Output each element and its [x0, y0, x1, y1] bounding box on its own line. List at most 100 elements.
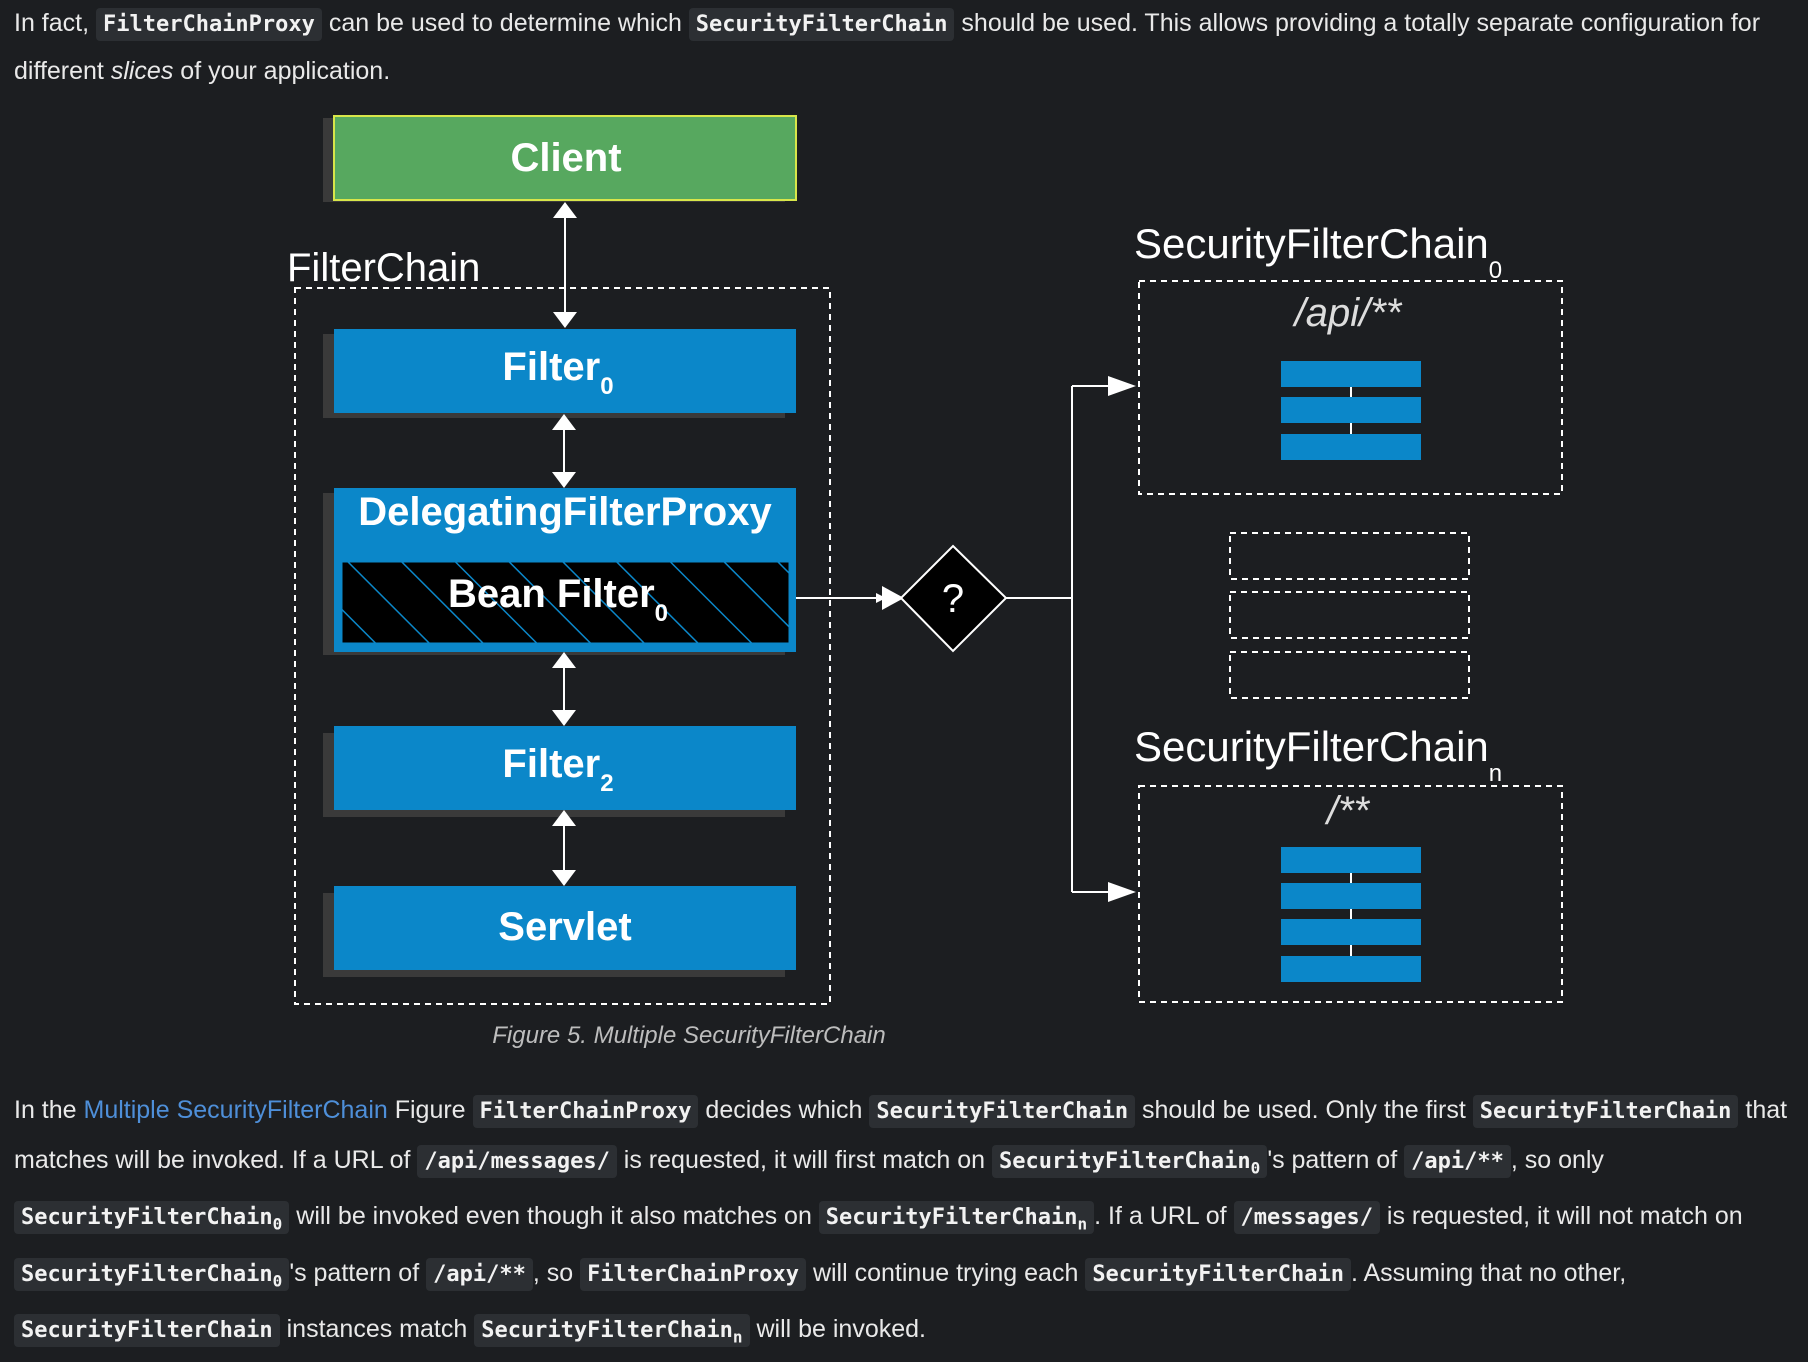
code-text: SecurityFilterChain — [825, 1205, 1078, 1231]
arrowhead-down — [552, 472, 576, 488]
sfcn-filter-bar — [1281, 883, 1421, 909]
inline-code: SecurityFilterChain — [1085, 1257, 1351, 1291]
text: is requested, it will not match on — [1379, 1202, 1743, 1231]
placeholder-chain — [1229, 651, 1470, 699]
security-filter-chain-diagram: Client FilterChain Filter0 DelegatingFil… — [287, 115, 1563, 1005]
arrowhead-up — [552, 652, 576, 668]
arrowhead-right — [1108, 376, 1136, 396]
inline-code: FilterChainProxy — [95, 8, 322, 41]
bean-filter-box — [339, 559, 792, 646]
inline-code: SecurityFilterChain0 — [14, 1257, 290, 1291]
text: In fact, — [14, 9, 96, 37]
client-label: Client — [510, 136, 621, 180]
sfcn-filter-bar — [1281, 847, 1421, 873]
code-text: SecurityFilterChain — [21, 1205, 273, 1231]
intro-paragraph: In fact, FilterChainProxy can be used to… — [14, 0, 1804, 94]
text: , so only — [1510, 1146, 1604, 1174]
arrowhead-up — [553, 202, 577, 218]
filter0-subscript: 0 — [600, 373, 613, 400]
inline-code: SecurityFilterChainn — [474, 1314, 750, 1348]
placeholder-chain — [1229, 532, 1470, 580]
code-subscript: n — [1077, 1214, 1088, 1234]
dfp-label: DelegatingFilterProxy — [358, 490, 772, 534]
filter2-label: Filter2 — [502, 742, 613, 797]
sfc0-filter-bar — [1281, 397, 1421, 423]
decision-label: ? — [942, 577, 964, 621]
sfc0-filter-bar — [1281, 434, 1421, 460]
sfcn-title-text: SecurityFilterChain — [1134, 723, 1489, 770]
inline-code: SecurityFilterChain0 — [14, 1201, 290, 1235]
text: 's pattern of — [289, 1258, 427, 1287]
servlet-label: Servlet — [498, 905, 631, 949]
bean-filter-text: Bean Filter — [448, 572, 655, 616]
inline-code: SecurityFilterChainn — [818, 1201, 1095, 1235]
code-subscript: 0 — [1250, 1158, 1261, 1178]
code-subscript: 0 — [272, 1214, 283, 1234]
text: , so — [532, 1258, 581, 1287]
filter0-label: Filter0 — [502, 345, 613, 400]
sfc0-title-text: SecurityFilterChain — [1134, 220, 1489, 267]
sfc0-filter-bar — [1281, 361, 1421, 387]
inline-code: SecurityFilterChain — [1472, 1095, 1739, 1128]
decision-diamond — [899, 544, 1008, 653]
filter2-text: Filter — [502, 742, 600, 786]
filter0-text: Filter — [502, 345, 600, 389]
code-text: SecurityFilterChain — [21, 1261, 273, 1287]
inline-code: SecurityFilterChain0 — [992, 1145, 1268, 1178]
sfc0-subscript: 0 — [1489, 257, 1502, 284]
code-subscript: 0 — [272, 1271, 283, 1291]
arrowhead-down — [553, 312, 577, 328]
filter2-box — [334, 726, 796, 810]
inline-code: SecurityFilterChain — [869, 1095, 1136, 1128]
text: will be invoked even though it also matc… — [289, 1202, 819, 1231]
client-box — [333, 115, 797, 201]
inline-code: /api/** — [1404, 1145, 1511, 1178]
filter2-subscript: 2 — [600, 770, 613, 797]
inline-code: /api/** — [426, 1257, 533, 1291]
inline-code: SecurityFilterChain — [14, 1314, 280, 1348]
sfcn-subscript: n — [1489, 760, 1502, 787]
arrowhead-right — [882, 586, 904, 610]
arrowhead-down — [552, 870, 576, 886]
sfcn-filter-bar — [1281, 956, 1421, 982]
sfcn-container — [1138, 785, 1563, 1003]
sfcn-title: SecurityFilterChainn — [1134, 723, 1502, 787]
inline-code: /api/messages/ — [417, 1145, 617, 1178]
figure-caption: Figure 5. Multiple SecurityFilterChain — [492, 1022, 886, 1049]
filter0-box — [334, 329, 796, 413]
text: should be used. Only the first — [1135, 1096, 1473, 1124]
sfc0-title: SecurityFilterChain0 — [1134, 220, 1502, 284]
inline-code: SecurityFilterChain — [688, 8, 955, 41]
text: that matches will be invoked. If a URL o… — [14, 1096, 1788, 1174]
text: decides which — [698, 1096, 870, 1124]
placeholder-chain — [1229, 591, 1470, 639]
bean-filter-subscript: 0 — [655, 600, 668, 627]
servlet-box — [334, 886, 796, 970]
filterchain-container — [294, 287, 831, 1005]
figure-link[interactable]: Multiple SecurityFilterChain — [83, 1096, 388, 1124]
sfcn-filter-bar — [1281, 919, 1421, 945]
arrowhead-right — [1108, 882, 1136, 902]
arrowhead-down — [552, 710, 576, 726]
emphasis-text: slices — [110, 57, 174, 85]
text: of your application. — [173, 57, 391, 85]
sfc0-container — [1138, 280, 1563, 495]
text: will be invoked. — [749, 1315, 926, 1344]
inline-code: FilterChainProxy — [472, 1095, 699, 1128]
code-text: SecurityFilterChain — [999, 1149, 1251, 1174]
sfcn-pattern: /** — [1324, 789, 1371, 833]
text: should be used. This allows providing a … — [14, 9, 1761, 85]
text: . If a URL of — [1094, 1202, 1234, 1231]
filterchain-label: FilterChain — [287, 246, 480, 290]
bean-filter-label: Bean Filter0 — [448, 572, 668, 627]
text: instances match — [279, 1315, 475, 1344]
text: can be used to determine which — [321, 9, 689, 37]
text: Figure — [387, 1096, 473, 1124]
text: will continue trying each — [806, 1258, 1086, 1287]
explanation-paragraph: In the Multiple SecurityFilterChain Figu… — [14, 1086, 1804, 1362]
arrowhead-up — [552, 810, 576, 826]
inline-code: /messages/ — [1233, 1201, 1380, 1235]
text: is requested, it will first match on — [616, 1146, 992, 1174]
text: . Assuming that no other, — [1350, 1258, 1627, 1287]
inline-code: FilterChainProxy — [580, 1257, 806, 1291]
